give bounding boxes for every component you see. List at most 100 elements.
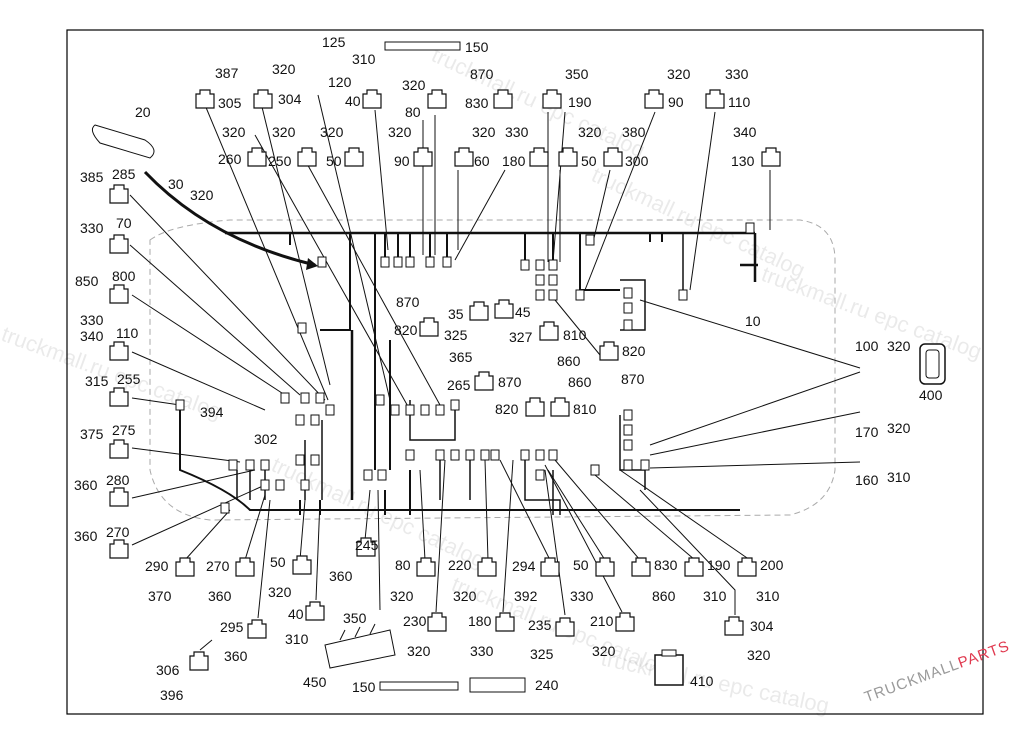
- part-number-label: 810: [563, 327, 587, 343]
- part-number-label: 320: [272, 124, 296, 140]
- wire: [524, 455, 561, 515]
- wire: [454, 169, 506, 261]
- wire: [377, 489, 381, 611]
- connector-icon: [292, 555, 312, 575]
- terminal-block-icon: [300, 392, 310, 404]
- wire: [547, 469, 606, 561]
- terminal-block-icon: [228, 459, 238, 471]
- part-number-label: 80: [395, 557, 411, 573]
- wire: [131, 294, 286, 396]
- wire: [384, 233, 448, 258]
- wire: [315, 499, 321, 601]
- part-number-label: 325: [530, 646, 554, 662]
- part-number-label: 810: [573, 401, 597, 417]
- part-number-label: 35: [448, 306, 464, 322]
- wire: [594, 474, 696, 561]
- part-number-label: 870: [396, 294, 420, 310]
- part-number-label: 320: [592, 643, 616, 659]
- part-number-label: 310: [756, 588, 780, 604]
- part-number-label: 245: [355, 537, 379, 553]
- terminal-block-icon: [310, 414, 320, 426]
- terminal-block-icon: [325, 404, 335, 416]
- part-number-label: 80: [405, 104, 421, 120]
- connector-icon: [542, 89, 562, 109]
- part-number-label: 870: [470, 66, 494, 82]
- connector-icon: [615, 612, 635, 632]
- wire: [639, 299, 861, 369]
- terminal-block-icon: [548, 259, 558, 271]
- connector-icon: [109, 184, 129, 204]
- diagram-frame: [66, 29, 984, 715]
- terminal-block-icon: [535, 469, 545, 481]
- part-number-label: 160: [855, 472, 879, 488]
- part-number-label: 50: [270, 554, 286, 570]
- part-number-label: 830: [465, 95, 489, 111]
- part-number-label: 50: [573, 557, 589, 573]
- part-number-label: 320: [887, 338, 911, 354]
- part-number-label: 320: [667, 66, 691, 82]
- terminal-block-icon: [175, 399, 185, 411]
- part-number-label: 306: [156, 662, 180, 678]
- part-number-label: 350: [565, 66, 589, 82]
- part-number-label: 60: [474, 153, 490, 169]
- connector-icon: [416, 557, 436, 577]
- terminal-block-icon: [377, 469, 387, 481]
- wire: [199, 639, 213, 651]
- wire: [435, 459, 446, 613]
- part-number-label: 110: [728, 94, 751, 110]
- connector-icon: [599, 341, 619, 361]
- wire: [639, 489, 736, 615]
- part-number-label: 387: [215, 65, 239, 81]
- part-number-label: 830: [654, 557, 678, 573]
- wires: [129, 94, 861, 651]
- part-number-label: 304: [750, 618, 774, 634]
- part-number-label: 20: [135, 104, 151, 120]
- terminal-block-icon: [405, 404, 415, 416]
- part-number-label: 320: [402, 77, 426, 93]
- terminal-block-icon: [220, 502, 230, 514]
- terminal-block-icon: [548, 274, 558, 286]
- terminal-block-icon: [535, 289, 545, 301]
- connector-icon: [493, 89, 513, 109]
- connector-icon: [539, 321, 559, 341]
- connector-strip-150-bottom: [379, 677, 526, 693]
- part-number-label: 235: [528, 617, 552, 633]
- connector-icon: [427, 89, 447, 109]
- connector-icon: [247, 619, 267, 639]
- part-number-label: 330: [725, 66, 749, 82]
- wire: [364, 489, 371, 541]
- connectors: [109, 89, 781, 671]
- part-number-label: 270: [206, 558, 230, 574]
- part-number-label: 870: [621, 371, 645, 387]
- part-number-label: 410: [690, 673, 714, 689]
- wire: [544, 464, 623, 613]
- part-number-label: 10: [745, 313, 761, 329]
- connector-icon: [344, 147, 364, 167]
- part-number-label: 280: [106, 472, 130, 488]
- part-number-label: 305: [218, 95, 242, 111]
- part-number-label: 320: [747, 647, 771, 663]
- part-number-label: 230: [403, 613, 427, 629]
- connector-icon: [705, 89, 725, 109]
- terminal-block-icon: [623, 409, 633, 421]
- part-number-label: 310: [352, 51, 376, 67]
- part-number-label: 320: [388, 124, 412, 140]
- terminal-block-icon: [260, 479, 270, 491]
- part-number-label: 45: [515, 304, 531, 320]
- connector-icon: [631, 557, 651, 577]
- connector-icon: [540, 557, 560, 577]
- part-number-label: 220: [448, 557, 472, 573]
- part-number-label: 50: [326, 153, 342, 169]
- part-number-label: 450: [303, 674, 327, 690]
- connector-icon: [454, 147, 474, 167]
- part-number-label: 320: [320, 124, 344, 140]
- connector-icon: [469, 301, 489, 321]
- wire: [593, 169, 611, 239]
- part-number-label: 320: [887, 420, 911, 436]
- wire: [129, 194, 326, 401]
- terminal-block-icon: [640, 459, 650, 471]
- terminal-block-icon: [623, 287, 633, 299]
- part-number-label: 294: [512, 558, 536, 574]
- part-number-label: 375: [80, 426, 104, 442]
- part-number-label: 304: [278, 91, 302, 107]
